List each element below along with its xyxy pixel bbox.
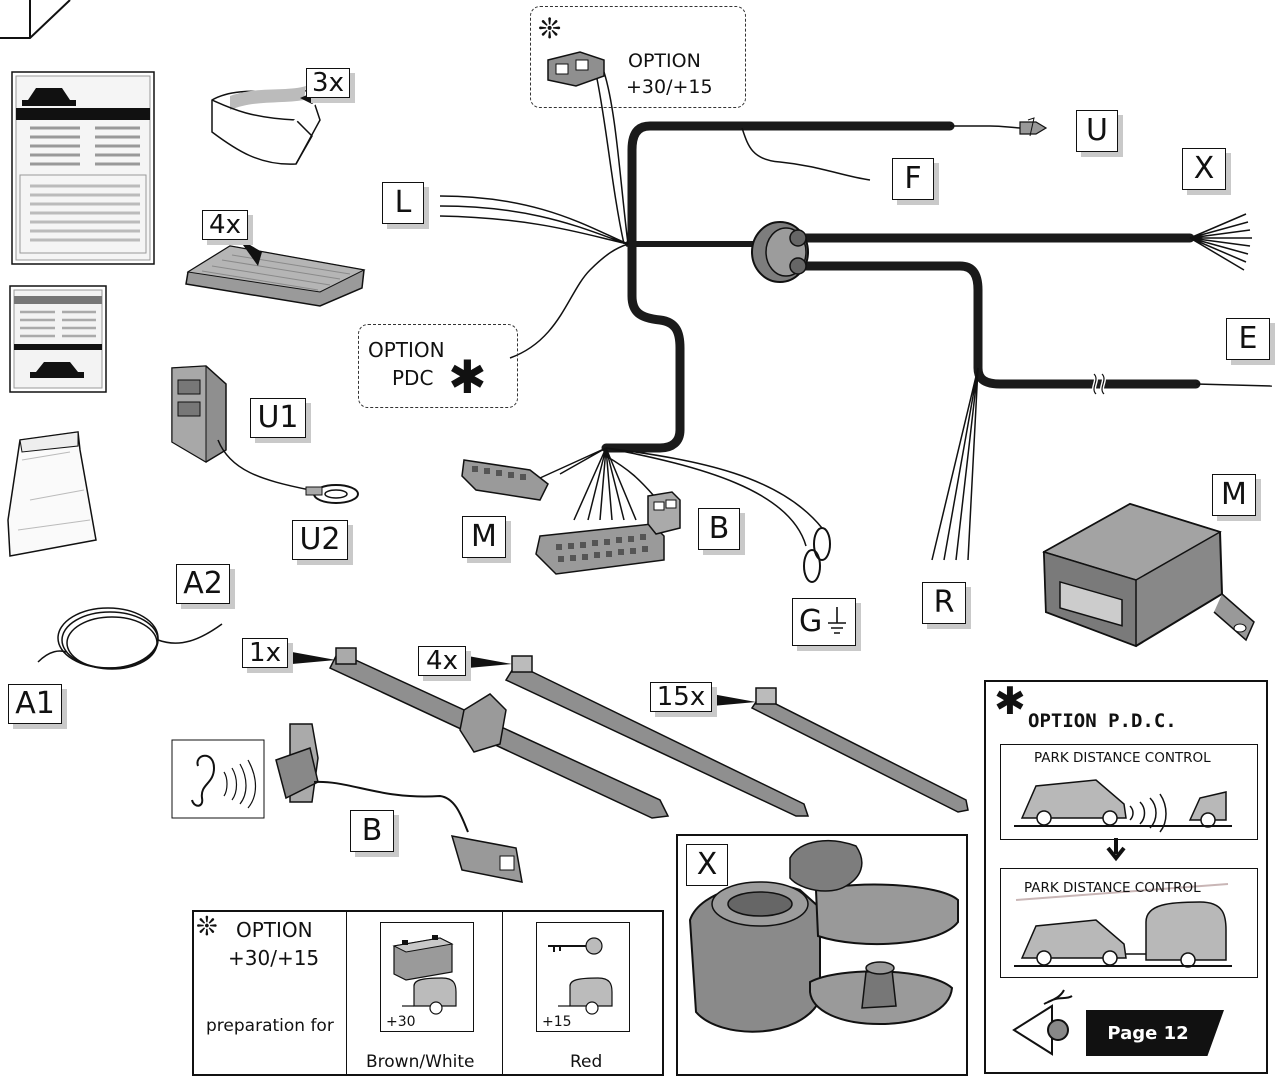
arrow-down-icon [1106,838,1126,862]
main-harness-cable [601,121,1201,453]
tag-1x: 1x [242,638,288,668]
tag-15x: 15x [650,682,712,712]
wire-coil-icon [37,607,223,670]
wire-color-brown-white: Brown/White [366,1052,475,1072]
tag-a2: A2 [176,564,230,604]
tag-a1: A1 [8,684,62,724]
harness-connector-m-icon [461,459,549,501]
tag-u1: U1 [250,398,306,438]
pdc-title-asterisk-icon: ✱ [994,679,1026,723]
buzzer-icon [171,723,523,883]
cable-tie-small-icon [750,687,969,813]
option-table [192,910,664,1076]
key-caravan-icon [548,937,613,1015]
adhesive-pad-icon [185,245,366,307]
key-frame [536,922,630,1032]
tag-u: U [1076,110,1118,152]
eye-icon [1012,989,1073,1056]
sticker-sheet-icon [211,86,321,165]
page-12-button[interactable]: Page 12 [1086,1010,1224,1056]
tag-u2: U2 [292,520,348,560]
pdc-car-trailer-icon [1014,901,1232,968]
table-value: +30/+15 [228,946,320,970]
page-12-label: Page 12 [1107,1022,1189,1044]
option-connector-icon [547,51,605,87]
table-snowflake-icon: ❊ [196,912,218,942]
cable-tie-large-icon [328,647,670,819]
plastic-bag-icon [7,431,97,557]
tag-g-label: G [799,604,823,639]
tag-x-panel: X [686,844,728,886]
tag-b-connector: B [698,508,740,550]
trailer-socket-icon [688,839,959,1033]
control-module-icon [1042,502,1255,648]
tag-4x-sheet: 4x [202,210,248,240]
battery-value: +30 [386,1014,416,1030]
tag-g-ground: G [792,598,856,646]
table-divider-2 [502,912,503,1076]
pdc-top-frame [1000,744,1258,840]
option-pdc-sub: PDC [392,366,434,390]
pdc-top-caption: PARK DISTANCE CONTROL [1034,750,1211,766]
tag-l: L [382,182,424,224]
pdc-car-top-icon [1014,779,1232,833]
ground-eyelet-icon [803,527,831,583]
tag-m-module: M [1212,474,1256,516]
option-plus-box [530,6,746,108]
option-plus-value: +30/+15 [626,76,713,98]
terminal-u-icon [1019,117,1048,137]
tag-m-connector: M [462,516,506,558]
pdc-asterisk-icon: ✱ [448,350,487,404]
pdc-bottom-caption: PARK DISTANCE CONTROL [1024,880,1201,896]
connector-u1-icon [171,365,359,504]
harness-connector-large-icon [535,523,665,575]
tag-r: R [922,582,966,624]
option-plus-label: OPTION [628,50,701,72]
pdc-panel [984,680,1268,1074]
tag-f: F [892,158,934,200]
grommet-icon [751,221,809,283]
connector-b-harness-icon [647,491,681,535]
pdc-title: OPTION P.D.C. [1028,710,1177,732]
manual-1-icon [11,71,155,265]
table-divider-1 [346,912,347,1076]
table-prep-text: preparation for [206,1016,334,1036]
tag-4x-tie: 4x [418,646,466,676]
snowflake-star-icon: ❊ [538,12,562,45]
tag-e: E [1226,318,1270,360]
manual-2-icon [9,285,107,393]
ground-symbol-icon [828,607,847,634]
option-pdc-box [358,324,518,408]
battery-caravan-icon [392,935,457,1015]
wire-color-red: Red [570,1052,603,1072]
cable-tie-medium-icon [504,655,810,817]
option-pdc-label: OPTION [368,338,445,362]
x-panel [676,834,968,1076]
tag-x: X [1182,148,1226,190]
pdc-bottom-frame [1000,868,1258,978]
key-value: +15 [542,1014,572,1030]
tag-b-buzzer: B [350,810,394,852]
table-heading: OPTION [236,918,313,942]
tag-3x: 3x [306,68,350,98]
